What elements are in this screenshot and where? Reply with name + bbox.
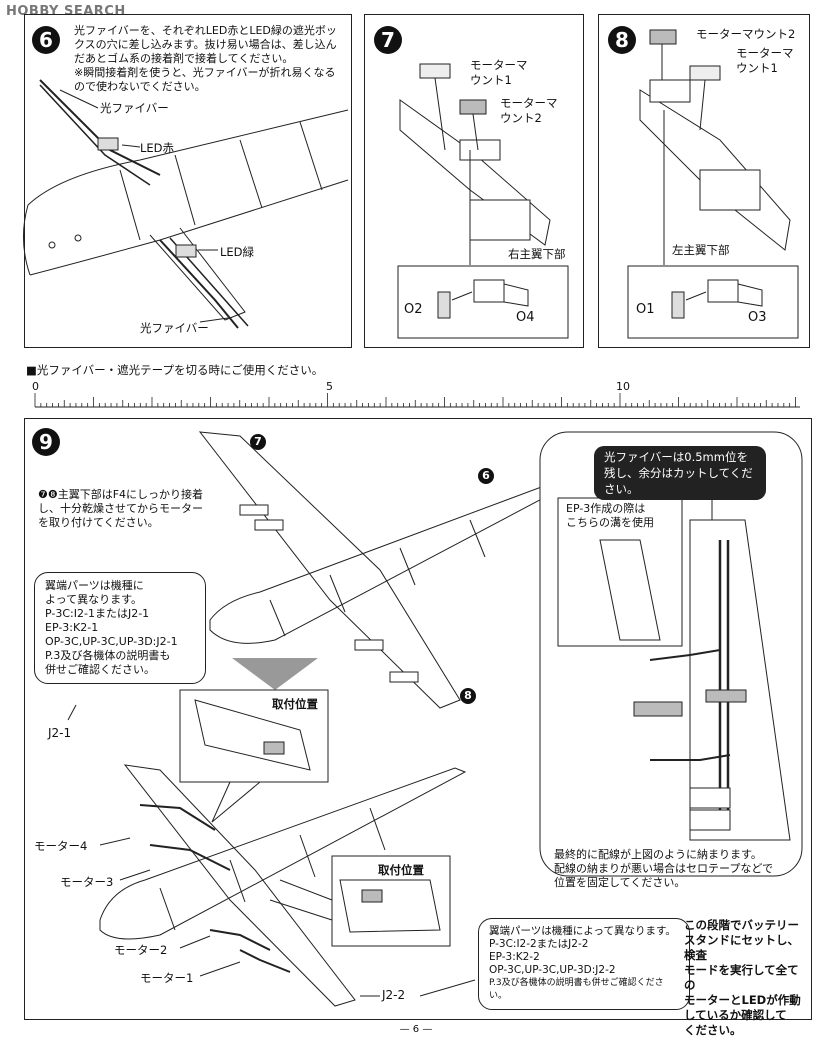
check-note-line: ください。 [684, 1023, 742, 1037]
step7-number: 7 [374, 26, 402, 54]
motor3-label: モーター3 [60, 875, 114, 889]
fiber-cut-line: 残し、余分はカットしてください。 [604, 466, 753, 496]
callout1-line: P.3及び各機体の説明書も [45, 649, 171, 662]
callout1-line: OP-3C,UP-3C,UP-3D:J2-1 [45, 635, 178, 648]
ep3-line: こちらの溝を使用 [566, 516, 654, 529]
callout2-line: OP-3C,UP-3C,UP-3D:J2-2 [489, 964, 616, 976]
step8-part-b: O3 [748, 310, 767, 325]
check-note-line: モードを実行して全ての [684, 963, 799, 992]
callout2-line: P.3及び各機体の説明書も併せご確認ください。 [489, 978, 664, 1001]
check-note-line: しているか確認して [684, 1008, 787, 1022]
check-note-line: モーターとLEDが作動 [684, 993, 801, 1007]
callout2-line: EP-3:K2-2 [489, 951, 540, 963]
step7-label-wing: 右主翼下部 [508, 247, 566, 261]
final-note-line: 位置を固定してください。 [554, 876, 686, 889]
callout1-line: EP-3:K2-1 [45, 621, 99, 634]
ref-step6-badge: 6 [478, 468, 494, 484]
step8-number: 8 [608, 26, 636, 54]
step6-label-fiber-top: 光ファイバー [100, 101, 169, 115]
callout1-line: 翼端パーツは機種に [45, 579, 144, 592]
step8-label-wing: 左主翼下部 [672, 243, 730, 257]
step6-label-fiber-bottom: 光ファイバー [140, 321, 209, 335]
check-note-line: スタンドにセットし、検査 [684, 933, 799, 962]
step6-number: 6 [32, 26, 60, 54]
step6-instructions: 光ファイバーを、それぞれLED赤とLED緑の遮光ボックスの穴に差し込みます。抜け… [74, 24, 337, 65]
fiber-cut-line: 光ファイバーは0.5mm位を [604, 450, 748, 464]
install-pos-label-2: 取付位置 [378, 863, 424, 877]
callout2-line: P-3C:I2-2またはJ2-2 [489, 938, 589, 950]
ref-step7-badge: 7 [250, 434, 266, 450]
callout1-line: 併せご確認ください。 [45, 663, 155, 676]
final-wiring-note: 最終的に配線が上図のように納まります。 配線の納まりが悪い場合はセロテープなどで… [554, 848, 794, 890]
step9-number: 9 [32, 428, 60, 456]
step7-part-b: O4 [516, 310, 535, 325]
callout1-line: よって異なります。 [45, 593, 143, 606]
step6-label-led-green: LED緑 [220, 245, 255, 259]
step7-label-mount2: モーターマウント2 [500, 96, 558, 125]
motor4-label: モーター4 [34, 839, 88, 853]
final-note-line: 最終的に配線が上図のように納まります。 [554, 848, 762, 861]
step6-panel [24, 14, 352, 348]
callout1-line: P-3C:I2-1またはJ2-1 [45, 607, 150, 620]
wingtip-callout-2: 翼端パーツは機種によって異なります。 P-3C:I2-2またはJ2-2 EP-3… [478, 918, 690, 1010]
ruler-mark-5: 5 [326, 380, 333, 393]
step7-label-mount1: モーターマウント1 [470, 58, 528, 87]
ep3-groove-note: EP-3作成の際は こちらの溝を使用 [566, 502, 680, 530]
step8-label-mount2: モーターマウント2 [696, 27, 796, 41]
step6-label-led-red: LED赤 [140, 141, 175, 155]
ref-step8-badge: 8 [460, 688, 476, 704]
step9-intro: ❼❽主翼下部はF4にしっかり接着し、十分乾燥させてからモーターを取り付けてくださ… [38, 488, 204, 529]
battery-check-note: この段階でバッテリー スタンドにセットし、検査 モードを実行して全ての モーター… [684, 918, 808, 1038]
ruler-caption: ■光ファイバー・遮光テープを切る時にご使用ください。 [26, 363, 324, 377]
motor1-label: モーター1 [140, 971, 194, 985]
install-pos-label-1: 取付位置 [272, 697, 318, 711]
part-j22: J2-2 [382, 988, 406, 1002]
fiber-cut-notice: 光ファイバーは0.5mm位を 残し、余分はカットしてください。 [594, 446, 766, 500]
check-note-line: この段階でバッテリー [684, 918, 799, 932]
wingtip-callout-1: 翼端パーツは機種に よって異なります。 P-3C:I2-1またはJ2-1 EP-… [34, 572, 206, 684]
ep3-line: EP-3作成の際は [566, 502, 646, 515]
step7-part-a: O2 [404, 302, 423, 317]
callout2-line: 翼端パーツは機種によって異なります。 [489, 925, 676, 937]
page-number: — 6 — [399, 1024, 433, 1035]
ruler-mark-10: 10 [616, 380, 630, 393]
ruler-mark-0: 0 [32, 380, 39, 393]
motor2-label: モーター2 [114, 943, 168, 957]
step8-part-a: O1 [636, 302, 655, 317]
step6-note: ※瞬間接着剤を使うと、光ファイバーが折れ易くなるので使わないでください。 [74, 66, 336, 93]
step8-label-mount1: モーターマウント1 [736, 46, 794, 75]
final-note-line: 配線の納まりが悪い場合はセロテープなどで [554, 862, 774, 875]
part-j21: J2-1 [48, 726, 72, 740]
